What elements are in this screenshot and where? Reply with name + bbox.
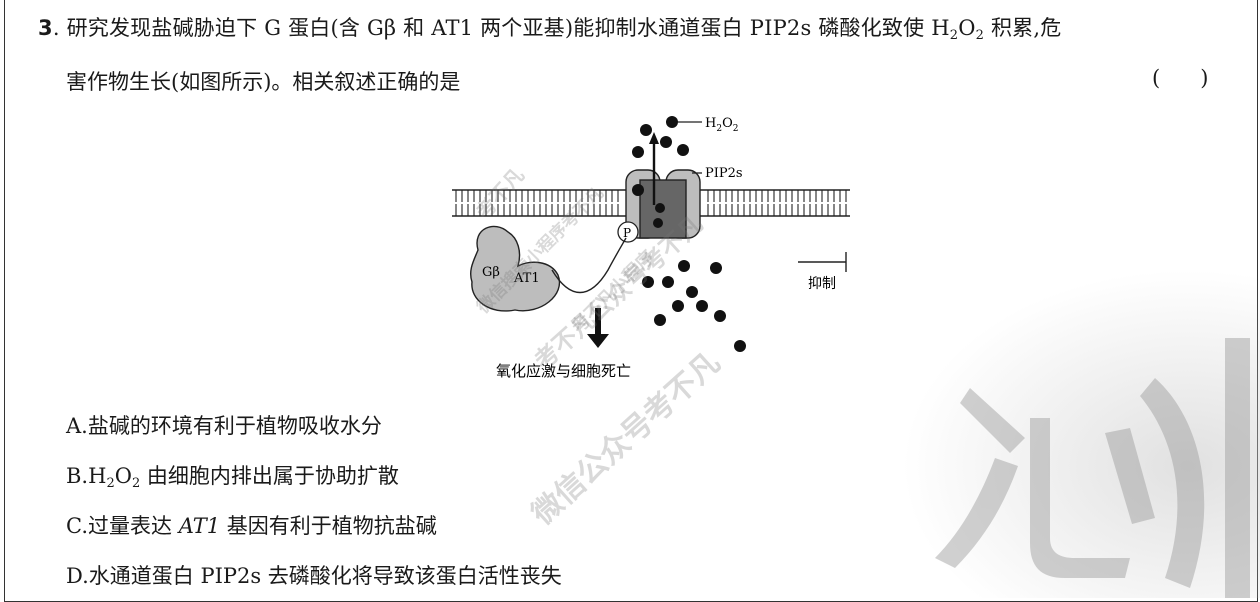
option-c[interactable]: C.过量表达 AT1 基因有利于植物抗盐碱 bbox=[66, 514, 437, 538]
background-logo: 必 bbox=[900, 268, 1260, 598]
inhibit-symbol: 抑制 bbox=[798, 252, 847, 292]
gene-name: AT1 bbox=[178, 514, 221, 538]
answer-blank: ( ) bbox=[1152, 66, 1209, 90]
pip2s-channel bbox=[625, 132, 701, 239]
question-number: 3 bbox=[38, 16, 53, 40]
question-text-1: . 研究发现盐碱胁迫下 G 蛋白(含 Gβ 和 AT1 两个亚基)能抑制水通道蛋… bbox=[52, 16, 950, 40]
h2o2-label: H2O2 bbox=[705, 116, 738, 134]
logo-shape bbox=[935, 338, 1250, 598]
pip2s-label: PIP2s bbox=[705, 166, 743, 181]
svg-text:Gβ: Gβ bbox=[482, 265, 500, 280]
down-arrow-icon bbox=[587, 308, 609, 348]
option-a[interactable]: A.盐碱的环境有利于植物吸收水分 bbox=[66, 414, 382, 438]
svg-text:抑制: 抑制 bbox=[808, 276, 836, 292]
question-line-2: 害作物生长(如图所示)。相关叙述正确的是 bbox=[66, 70, 461, 94]
h2o2-top-molecules bbox=[632, 116, 689, 158]
phosphate-group: P bbox=[617, 221, 639, 243]
svg-text:P: P bbox=[623, 226, 631, 240]
option-b[interactable]: B.H2O2 由细胞内排出属于协助扩散 bbox=[66, 464, 399, 491]
h2o2-bottom-molecules bbox=[642, 260, 746, 352]
question-line-1: 3. 研究发现盐碱胁迫下 G 蛋白(含 Gβ 和 AT1 两个亚基)能抑制水通道… bbox=[38, 16, 1062, 43]
option-d[interactable]: D.水通道蛋白 PIP2s 去磷酸化将导致该蛋白活性丧失 bbox=[66, 564, 562, 588]
outcome-label: 氧化应激与细胞死亡 bbox=[496, 362, 631, 380]
figure-diagram: P Gβ AT1 氧化应激与细胞死亡 H2O2 PIP2s 抑制 bbox=[452, 116, 850, 380]
svg-text:AT1: AT1 bbox=[513, 271, 540, 286]
g-protein: Gβ AT1 bbox=[469, 225, 627, 312]
logo-watermark-text: 必 bbox=[1100, 448, 1110, 463]
